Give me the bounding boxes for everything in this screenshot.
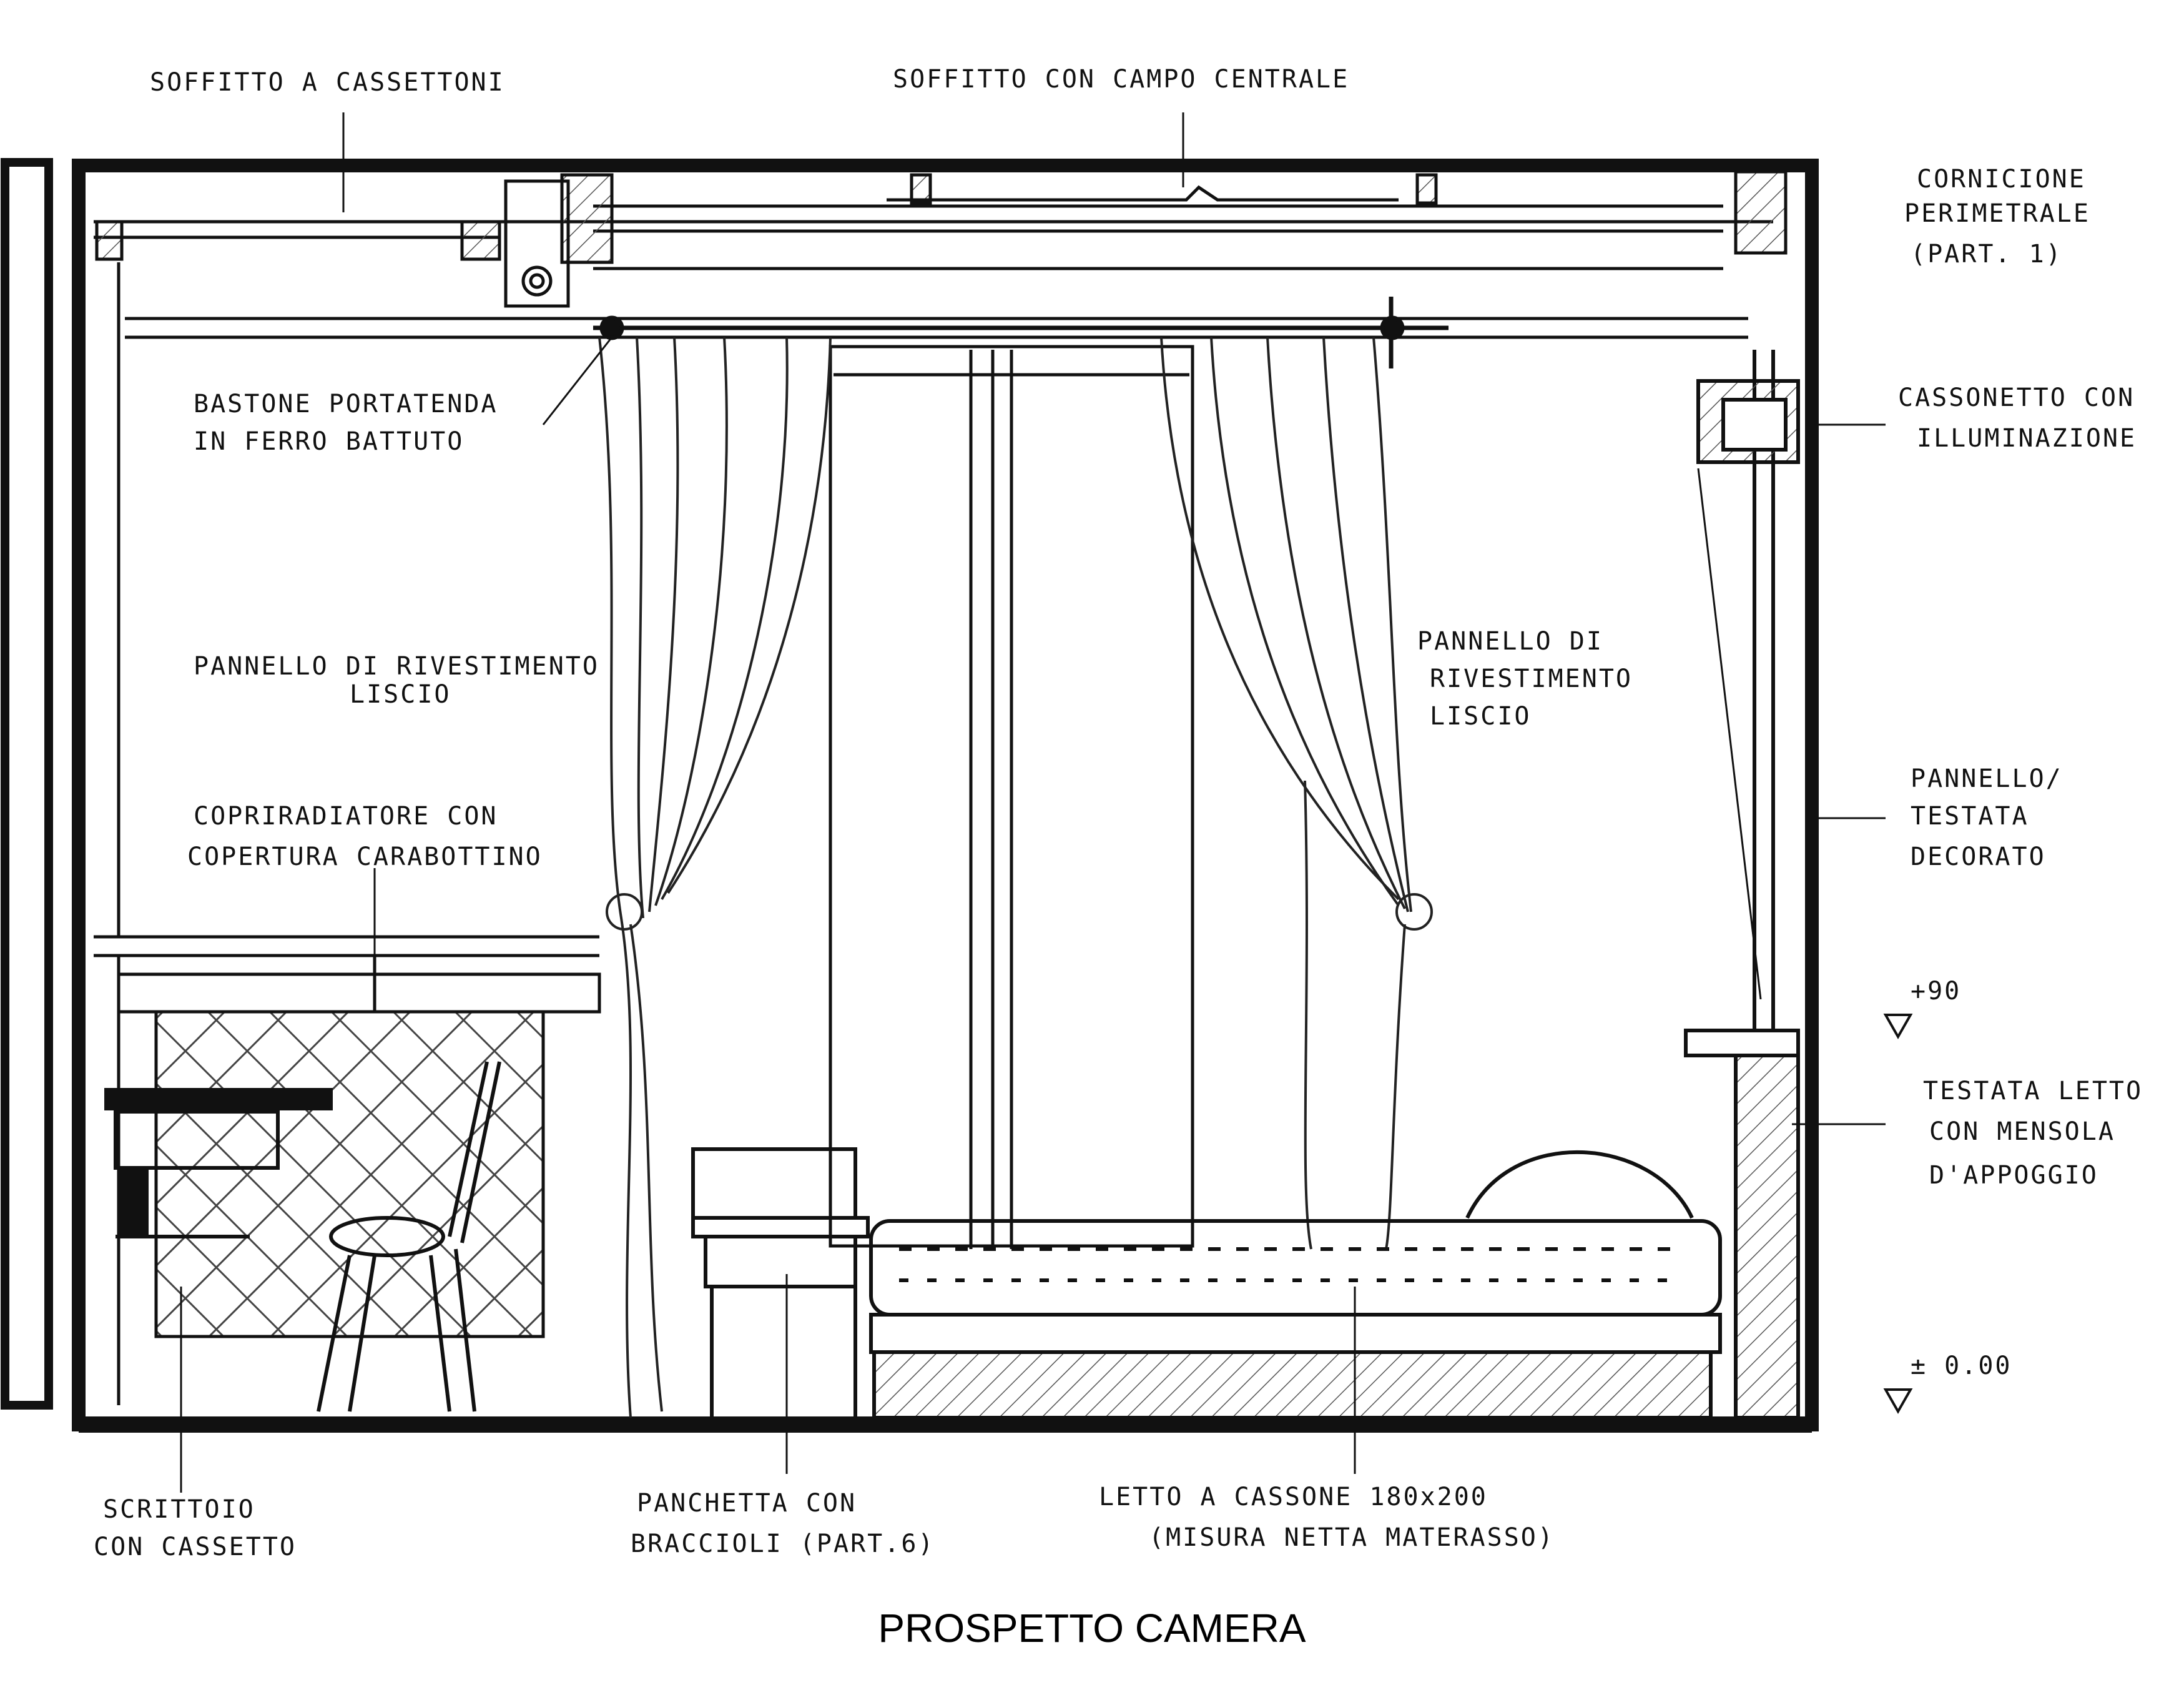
leader-lines	[180, 112, 1886, 1493]
label-level-90: +90	[1911, 977, 1961, 1006]
label-cornice-1: CORNICIONE	[1917, 165, 2086, 194]
label-bed-2: (MISURA NETTA MATERASSO)	[1149, 1523, 1555, 1552]
label-lighting-box-1: CASSONETTO CON	[1898, 383, 2135, 412]
label-panel-left-1: PANNELLO DI RIVESTIMENTO	[194, 652, 599, 681]
label-headboard-2: CON MENSOLA	[1929, 1117, 2115, 1146]
label-headboard-panel-2: TESTATA	[1911, 802, 2029, 831]
label-panel-right-3: LISCIO	[1430, 702, 1532, 731]
label-headboard-1: TESTATA LETTO	[1923, 1077, 2143, 1105]
label-headboard-3: D'APPOGGIO	[1929, 1161, 2098, 1190]
room-outline	[72, 159, 1819, 1433]
ceiling	[94, 170, 1788, 339]
adjacent-wall	[1, 158, 53, 1410]
bed	[869, 1150, 1722, 1420]
writing-desk	[104, 1088, 333, 1238]
label-radiator-1: COPRIRADIATORE CON	[194, 802, 498, 831]
label-panel-right-2: RIVESTIMENTO	[1430, 665, 1633, 693]
label-lighting-box-2: ILLUMINAZIONE	[1917, 424, 2137, 453]
label-curtain-rod-2: IN FERRO BATTUTO	[194, 427, 464, 456]
label-bench-2: BRACCIOLI (PART.6)	[631, 1529, 935, 1558]
label-desk-1: SCRITTOIO	[103, 1495, 255, 1524]
window	[829, 345, 1194, 1249]
label-headboard-panel-1: PANNELLO/	[1911, 764, 2063, 793]
drawing-caption: PROSPETTO CAMERA	[878, 1606, 1306, 1651]
label-panel-left-2: LISCIO	[350, 680, 451, 709]
curtains	[598, 337, 1433, 1418]
bench	[691, 1147, 870, 1421]
label-radiator-2: COPERTURA CARABOTTINO	[187, 843, 543, 871]
radiator-cover	[94, 935, 601, 1338]
label-curtain-rod-1: BASTONE PORTATENDA	[194, 390, 498, 418]
curtain-rod	[593, 297, 1449, 368]
label-headboard-panel-3: DECORATO	[1911, 843, 2046, 871]
desk-chair	[317, 1061, 501, 1412]
label-panel-right-1: PANNELLO DI	[1417, 627, 1603, 656]
labels: SOFFITTO A CASSETTONI SOFFITTO CON CAMPO…	[94, 65, 2143, 1561]
label-desk-2: CON CASSETTO	[94, 1533, 297, 1561]
label-bed-1: LETTO A CASSONE 180x200	[1099, 1483, 1488, 1511]
label-bench-1: PANCHETTA CON	[637, 1489, 857, 1518]
label-level-0: ± 0.00	[1911, 1352, 2012, 1380]
level-markers	[1883, 1014, 1913, 1415]
label-cornice-2: PERIMETRALE	[1904, 199, 2090, 228]
lighting-box	[1696, 379, 1800, 1000]
label-central-ceiling: SOFFITTO CON CAMPO CENTRALE	[893, 65, 1349, 94]
label-cornice-3: (PART. 1)	[1911, 240, 2063, 269]
label-coffered-ceiling: SOFFITTO A CASSETTONI	[150, 68, 505, 97]
